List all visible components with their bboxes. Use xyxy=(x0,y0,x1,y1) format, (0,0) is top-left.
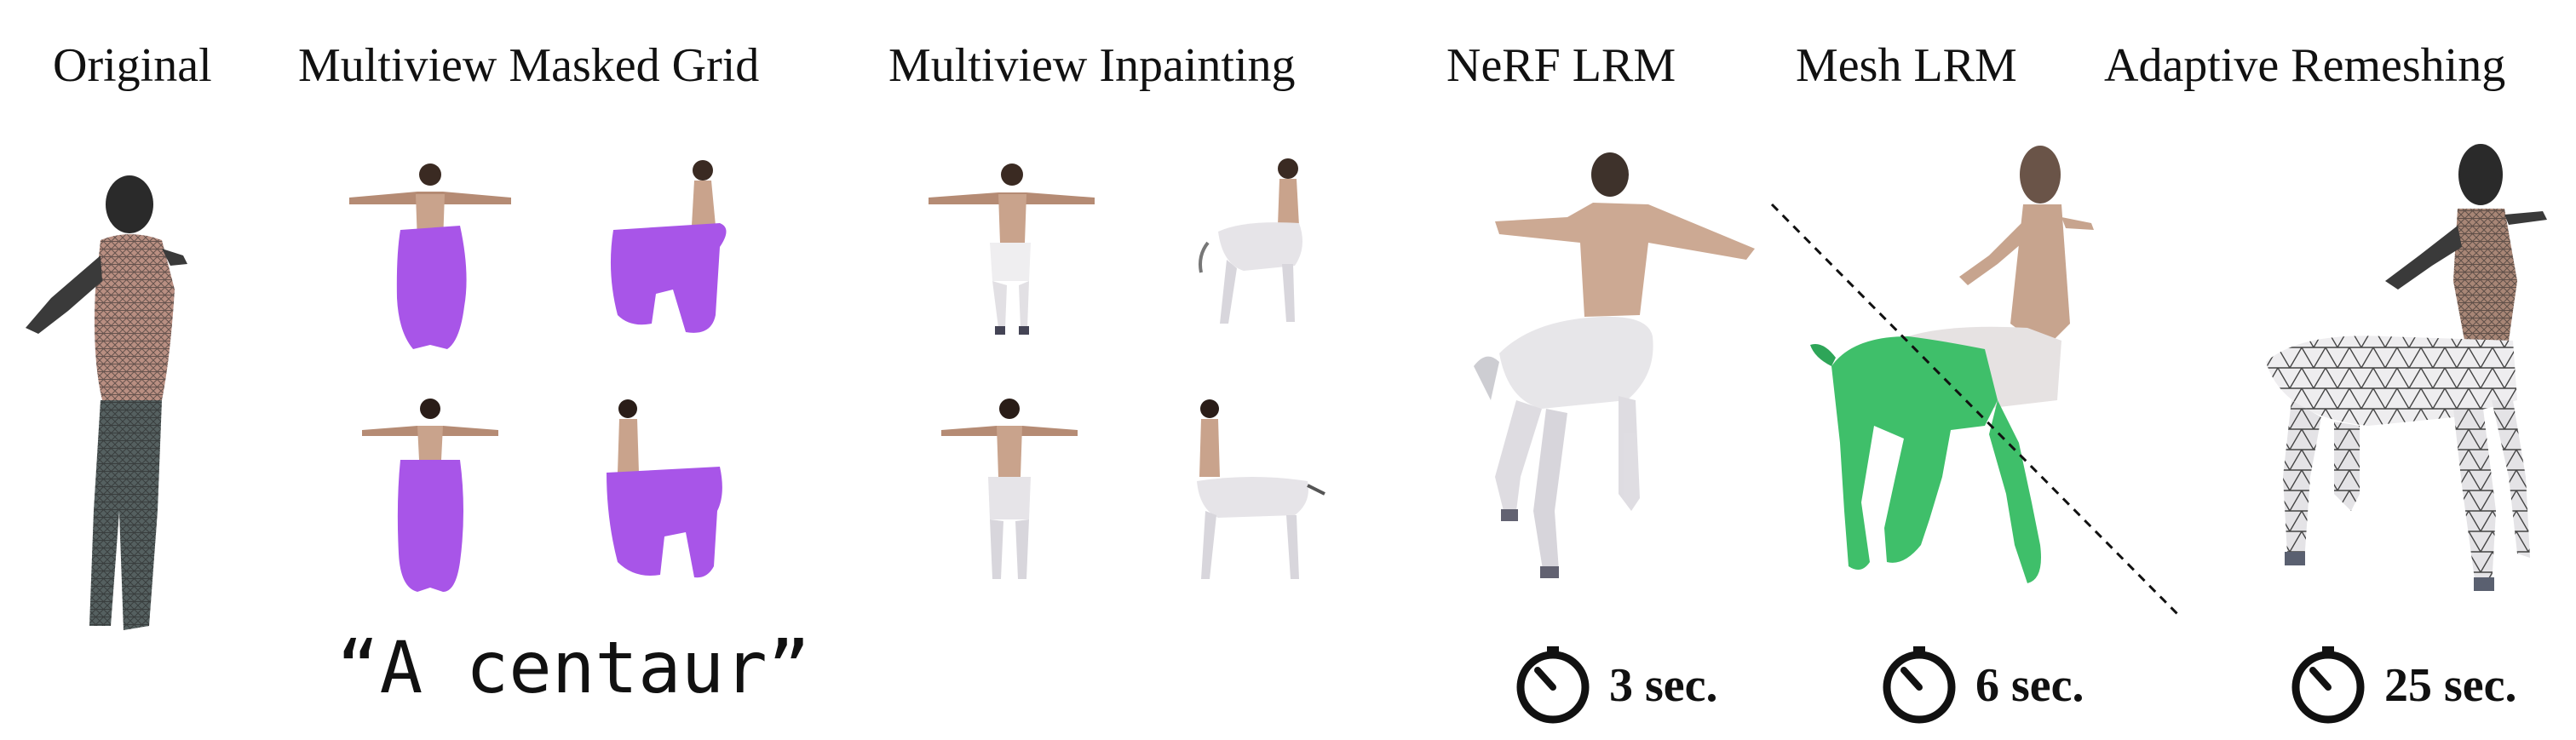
original-human-mesh xyxy=(26,175,187,630)
inpainted-grid xyxy=(929,158,1325,579)
timing-adaptive-remeshing: 25 sec. xyxy=(2287,643,2517,728)
inpainted-view-front-top xyxy=(929,163,1095,335)
nerf-lrm-render xyxy=(1474,152,1755,578)
masked-view-side-top xyxy=(610,160,727,333)
mesh-lrm-render xyxy=(1770,146,2182,619)
inpainted-view-side-top xyxy=(1199,158,1302,324)
title-mesh-lrm: Mesh LRM xyxy=(1796,39,2017,92)
title-nerf-lrm: NeRF LRM xyxy=(1446,39,1676,92)
text-prompt: “A centaur” xyxy=(336,626,811,709)
inpainted-view-side-bottom xyxy=(1197,399,1325,579)
title-adaptive-remeshing: Adaptive Remeshing xyxy=(2104,39,2506,92)
masked-view-back-bottom xyxy=(362,399,498,592)
title-multiview-masked-grid: Multiview Masked Grid xyxy=(298,39,760,92)
stopwatch-icon xyxy=(1516,646,1590,724)
masked-view-front-top xyxy=(349,163,511,349)
adaptive-remeshing-render xyxy=(2266,144,2547,591)
masked-grid xyxy=(349,160,727,592)
stopwatch-icon xyxy=(1883,646,1956,724)
title-original: Original xyxy=(53,39,212,92)
timing-nerf-lrm: 3 sec. xyxy=(1512,643,1718,728)
timing-label-nerf: 3 sec. xyxy=(1609,659,1718,712)
title-multiview-inpainting: Multiview Inpainting xyxy=(888,39,1296,92)
masked-view-side-bottom xyxy=(607,399,722,578)
stopwatch-icon xyxy=(2291,646,2365,724)
timing-label-mesh: 6 sec. xyxy=(1975,659,2084,712)
inpainted-view-back-bottom xyxy=(941,399,1078,579)
timing-mesh-lrm: 6 sec. xyxy=(1878,643,2084,728)
timing-label-remesh: 25 sec. xyxy=(2384,659,2517,712)
